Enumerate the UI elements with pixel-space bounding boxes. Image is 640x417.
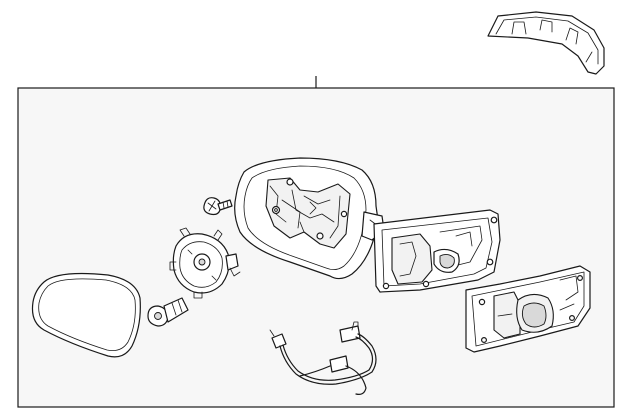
mirror-actuator[interactable]	[169, 227, 241, 299]
lower-bolt[interactable]	[147, 297, 189, 327]
wiring-harness[interactable]	[269, 321, 377, 395]
mounting-gasket[interactable]	[465, 265, 591, 353]
mirror-glass[interactable]	[31, 272, 141, 358]
mirror-cover[interactable]	[487, 11, 605, 75]
upper-screw[interactable]	[203, 197, 233, 216]
mirror-assembly[interactable]	[234, 157, 501, 293]
